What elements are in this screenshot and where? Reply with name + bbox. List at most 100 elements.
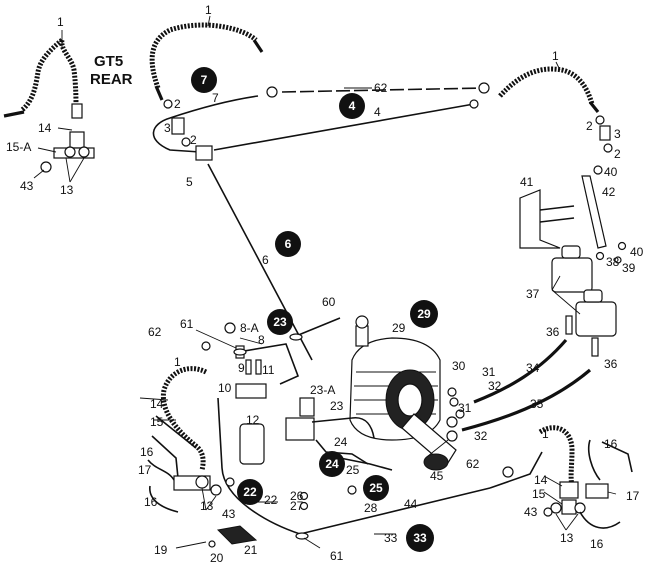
- servo-pushrod: [355, 325, 369, 347]
- label-2-d: 2: [614, 147, 621, 161]
- brake-pipe-22: [217, 397, 301, 535]
- switch-10: [235, 383, 267, 399]
- washer-13-right-b: [574, 502, 586, 514]
- label-1-top: 1: [205, 3, 212, 17]
- leader-61-upper: [195, 329, 237, 349]
- vacuum-hose-35: [461, 368, 592, 432]
- reservoir-assembly: 41 42 38 40 39 37 36 36: [519, 175, 644, 371]
- label-36-a: 36: [546, 325, 560, 339]
- inset-title-line1: GT5: [94, 53, 123, 70]
- screw-38: [595, 251, 605, 261]
- badge-29-text: 29: [417, 307, 431, 321]
- nut-27: [299, 501, 309, 511]
- label-14-right: 14: [534, 473, 548, 487]
- label-31-a: 31: [482, 365, 496, 379]
- reservoir-upper-cap: [561, 245, 581, 259]
- union-15-right: [561, 499, 577, 515]
- label-39: 39: [622, 261, 636, 275]
- leader-13-right-a: [555, 513, 567, 531]
- pipe-16-right-tail: [601, 441, 633, 473]
- label-27: 27: [290, 499, 304, 513]
- label-1: 1: [57, 15, 64, 29]
- leader-37a: [551, 275, 561, 291]
- label-2-b: 2: [190, 133, 197, 147]
- label-26: 26: [290, 489, 304, 503]
- label-15-right: 15: [532, 487, 546, 501]
- badge-29: [410, 300, 438, 328]
- badge-4-text: 4: [349, 99, 356, 113]
- rear-tee-piece: [69, 131, 85, 149]
- brake-pipe-33: [299, 487, 491, 535]
- label-1-left: 1: [174, 355, 181, 369]
- reservoir-lower: [575, 301, 617, 337]
- label-61-lower: 61: [330, 549, 344, 563]
- left-valve-area: 60 61 62 8-A 8 9 11 10 12 23-A 23 24 25 …: [148, 295, 491, 563]
- reservoir-strap-42: [581, 175, 607, 249]
- label-33: 33: [384, 531, 398, 545]
- union-32b: [446, 430, 458, 442]
- washer-2-d: [603, 143, 613, 153]
- nut-62-right: [502, 466, 514, 478]
- reservoir-upper: [551, 257, 593, 293]
- pipe-16-lower-left: [149, 485, 179, 513]
- label-23a: 23-A: [310, 383, 335, 397]
- rear-bolt-head: [40, 161, 52, 173]
- leader-15a: [37, 147, 57, 153]
- washer-31b: [455, 409, 465, 419]
- label-32-b: 32: [474, 429, 488, 443]
- servo-pushrod-clevis: [355, 315, 369, 329]
- label-41: 41: [520, 175, 534, 189]
- tee-17-right: [585, 483, 609, 499]
- badge-4: [339, 93, 365, 119]
- bolt-28: [347, 485, 357, 495]
- gt5-rear-inset: GT5 REAR 1 14 15-A 43 13: [3, 15, 133, 197]
- brake-servo-assembly: 29 30 31 32 31 32 34 35 45: [349, 315, 592, 483]
- label-14-left: 14: [150, 397, 164, 411]
- label-30: 30: [452, 359, 466, 373]
- leader-13-left-a: [201, 487, 207, 511]
- washer-26: [299, 491, 309, 501]
- front-left-flex-hose: [160, 366, 208, 471]
- badge-22: [237, 479, 263, 505]
- label-2-a: 2: [174, 97, 181, 111]
- reservoir-outlet-36b: [591, 337, 599, 357]
- label-40-lower: 40: [630, 245, 644, 259]
- washer-31a: [449, 397, 459, 407]
- bolt-30: [447, 387, 457, 397]
- label-15-left: 15: [150, 415, 164, 429]
- front-right-flex-hose: [538, 425, 575, 487]
- washer-39: [614, 256, 622, 264]
- label-8a: 8-A: [240, 321, 259, 335]
- badge-25: [363, 475, 389, 501]
- front-flex-hose-left: [149, 22, 258, 89]
- pipe-15-left: [151, 435, 179, 479]
- grommet-61: [295, 532, 309, 540]
- nut-40-top: [593, 165, 603, 175]
- pipe-nut-4: [469, 99, 479, 109]
- label-32-a: 32: [488, 379, 502, 393]
- grommet-60: [289, 333, 303, 341]
- label-16-left-lower: 16: [144, 495, 158, 509]
- label-62-top: 62: [374, 81, 388, 95]
- label-15a: 15-A: [6, 140, 31, 154]
- front-flex-hose-right: [498, 66, 595, 105]
- label-10: 10: [218, 381, 232, 395]
- label-31-b: 31: [458, 401, 472, 415]
- leader-1-right: [555, 61, 561, 71]
- brake-pipe-62-top: [281, 87, 485, 93]
- label-19: 19: [154, 543, 168, 557]
- screw-9: [245, 359, 252, 375]
- screw-11: [255, 359, 262, 375]
- reservoir-bracket-41: [519, 189, 561, 249]
- pipe-16-lower-right: [579, 511, 621, 529]
- leader-13b: [69, 157, 85, 183]
- reservoir-outlet-36a: [565, 315, 573, 335]
- servo-front-boss: [397, 383, 423, 417]
- label-24: 24: [334, 435, 348, 449]
- front-right-caliper-group: 1 62 14 15 16 17 43 13 16: [466, 425, 640, 551]
- badge-24: [319, 451, 345, 477]
- label-23: 23: [330, 399, 344, 413]
- vacuum-hose-34: [473, 338, 568, 404]
- brake-pipe-8: [237, 343, 300, 385]
